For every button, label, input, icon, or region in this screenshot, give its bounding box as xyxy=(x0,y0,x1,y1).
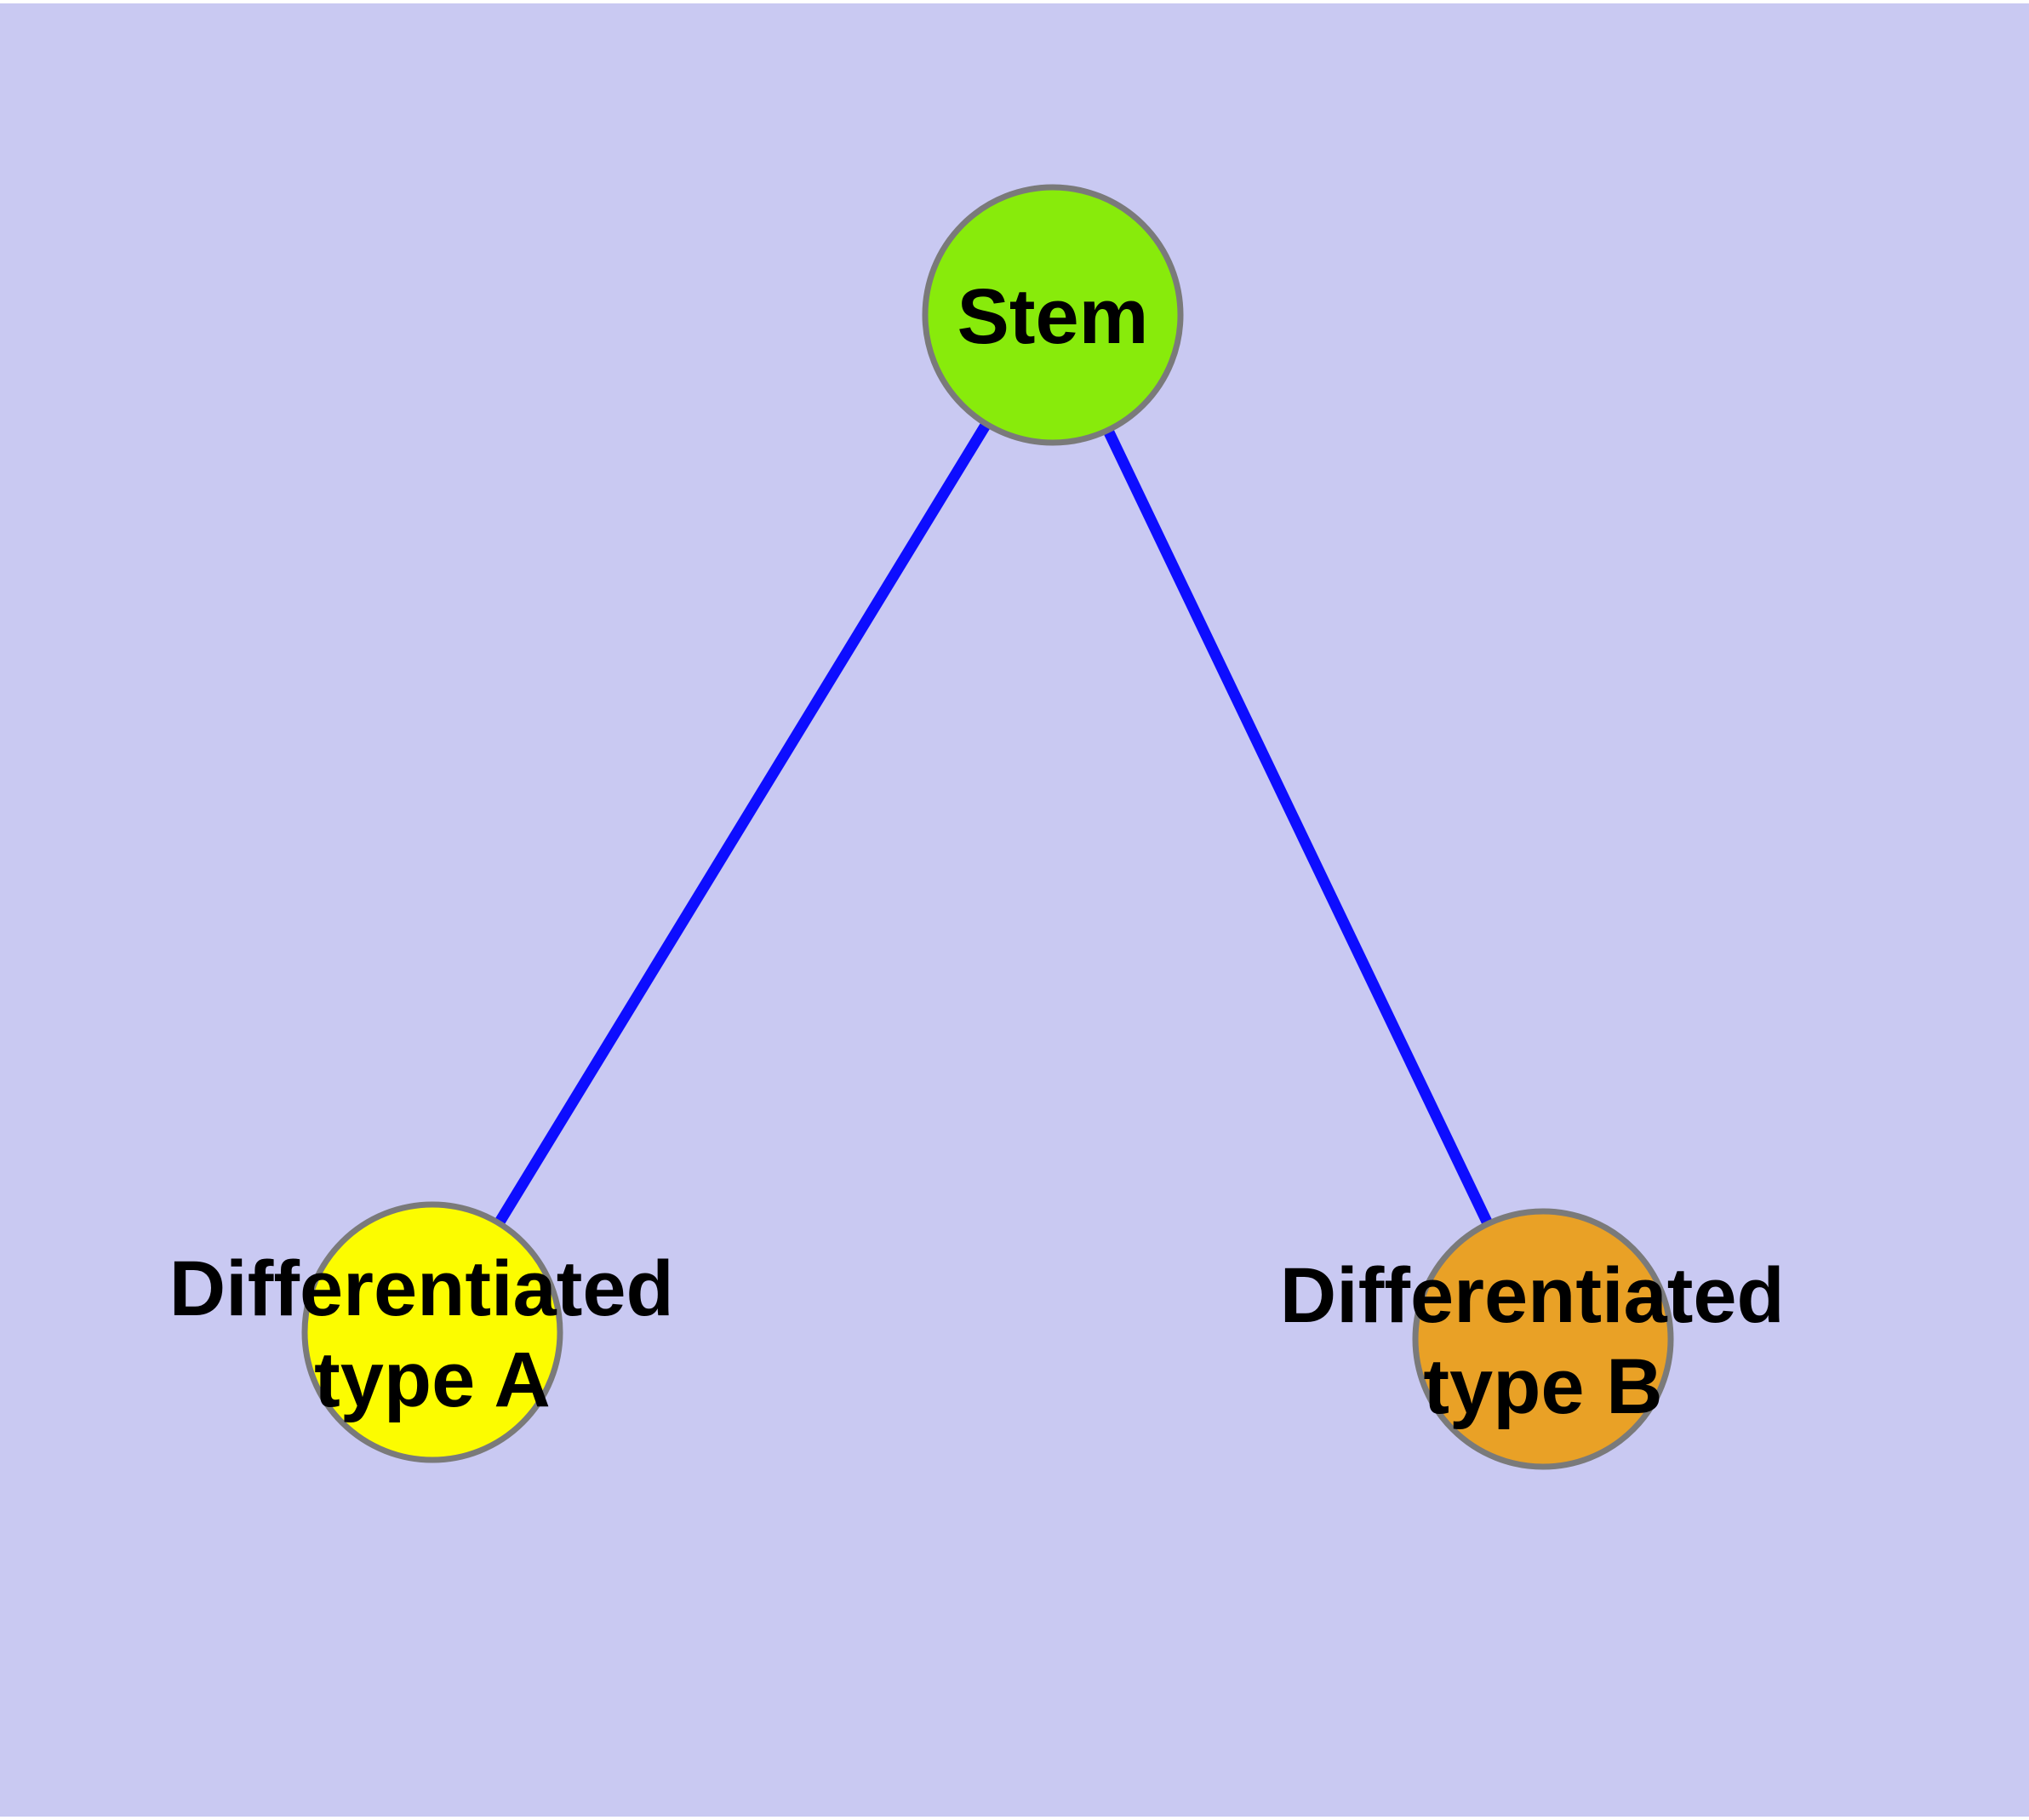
node-stem[interactable] xyxy=(922,184,1184,446)
node-differentiated-type-b-label-line2: type B xyxy=(1423,1343,1662,1430)
edge-stem-to-type-b xyxy=(1048,312,1548,1342)
node-differentiated-type-b-label-line1: Differentiated xyxy=(1280,1252,1785,1339)
node-differentiated-type-a-label-line2: type A xyxy=(314,1336,551,1423)
node-differentiated-type-b-label: Differentiated type B xyxy=(1280,1252,1807,1430)
edge-stem-to-type-a xyxy=(427,312,1058,1336)
node-differentiated-type-a-label: Differentiated type A xyxy=(169,1245,696,1423)
node-differentiated-type-b[interactable] xyxy=(1412,1208,1674,1470)
node-differentiated-type-a[interactable] xyxy=(301,1201,563,1463)
node-differentiated-type-a-label-line1: Differentiated xyxy=(169,1245,674,1332)
node-stem-label: Stem xyxy=(957,273,1149,360)
